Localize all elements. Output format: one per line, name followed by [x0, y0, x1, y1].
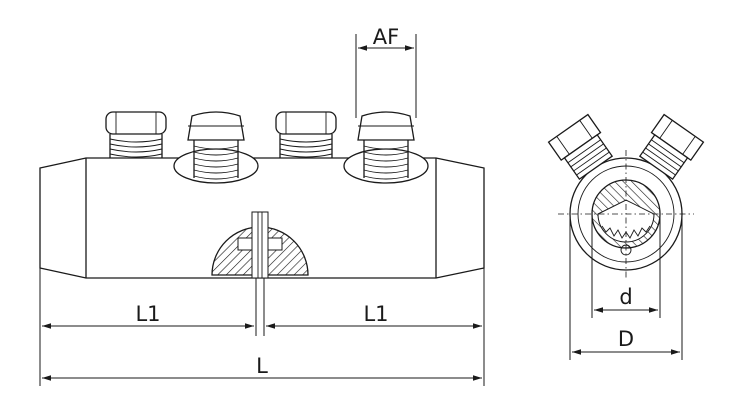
d-large-label: D: [618, 327, 634, 351]
side-view: AF L1 L1 L: [39, 25, 485, 386]
d-small-label: d: [619, 285, 632, 309]
af-dimension: AF: [355, 25, 417, 118]
d-small-dimension: d: [591, 214, 661, 318]
l1-right-label: L1: [363, 302, 388, 326]
af-label: AF: [373, 25, 399, 49]
bolt-1: [105, 111, 167, 158]
l1-right-dimension: L1: [266, 302, 482, 329]
l-label: L: [256, 354, 268, 378]
end-view: d D: [547, 113, 705, 360]
bolt-2: [173, 111, 259, 184]
l1-left-label: L1: [135, 302, 160, 326]
l1-left-dimension: L1: [42, 302, 254, 329]
end-view-bolt-right: [638, 113, 705, 181]
end-view-bolt-left: [547, 113, 614, 181]
d-large-dimension: D: [569, 214, 683, 360]
l-dimension: L: [42, 354, 482, 381]
bolt-3: [275, 111, 337, 158]
bolt-4: [343, 111, 429, 184]
center-cutaway: [211, 211, 309, 279]
